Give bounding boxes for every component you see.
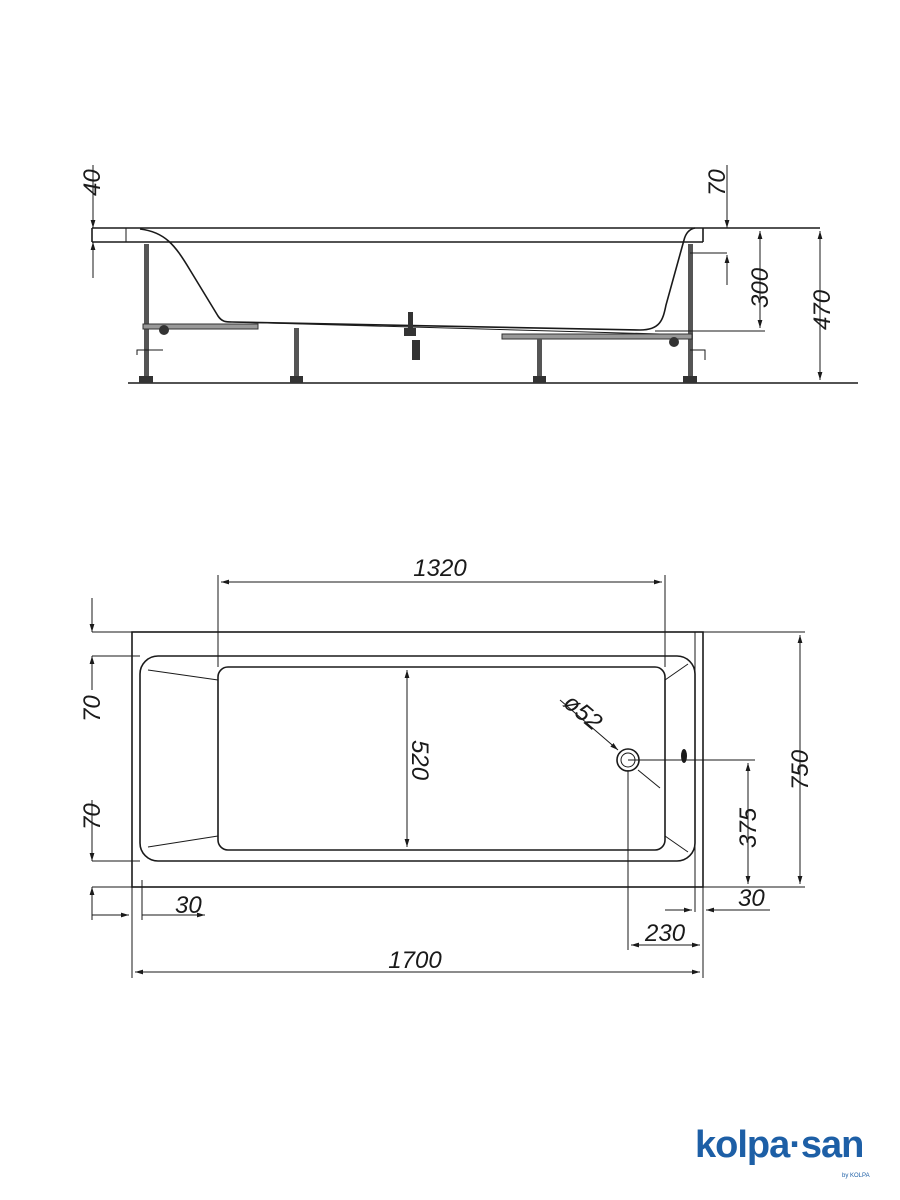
kolpa-san-logo: kolpa·san xyxy=(695,1124,864,1166)
dim-width: 750 xyxy=(787,749,814,790)
dim-depth: 300 xyxy=(747,267,774,308)
dim-rim-bottom: 70 xyxy=(79,803,106,830)
dim-length: 1700 xyxy=(388,947,442,974)
dim-inner-width: 520 xyxy=(406,740,433,781)
dim-height: 470 xyxy=(809,289,836,330)
dim-drain-offset-x: 230 xyxy=(644,920,686,947)
support-frame xyxy=(136,244,706,383)
dim-inner-length: 1320 xyxy=(413,555,467,582)
logo-subtitle: by KOLPA xyxy=(842,1173,870,1179)
plan-view: 1320 70 70 520 ø52 375 750 30 30 230 170… xyxy=(79,555,814,978)
dim-right-offset: 30 xyxy=(738,885,765,912)
dim-drain-offset-y: 375 xyxy=(735,807,762,848)
dim-rim-right: 70 xyxy=(704,169,731,196)
dim-left-offset: 30 xyxy=(175,892,202,919)
dim-rim-left: 40 xyxy=(79,169,106,196)
dim-rim-top: 70 xyxy=(79,695,106,722)
dim-drain-diameter: ø52 xyxy=(558,689,607,736)
side-view: 40 70 300 470 xyxy=(79,165,858,384)
